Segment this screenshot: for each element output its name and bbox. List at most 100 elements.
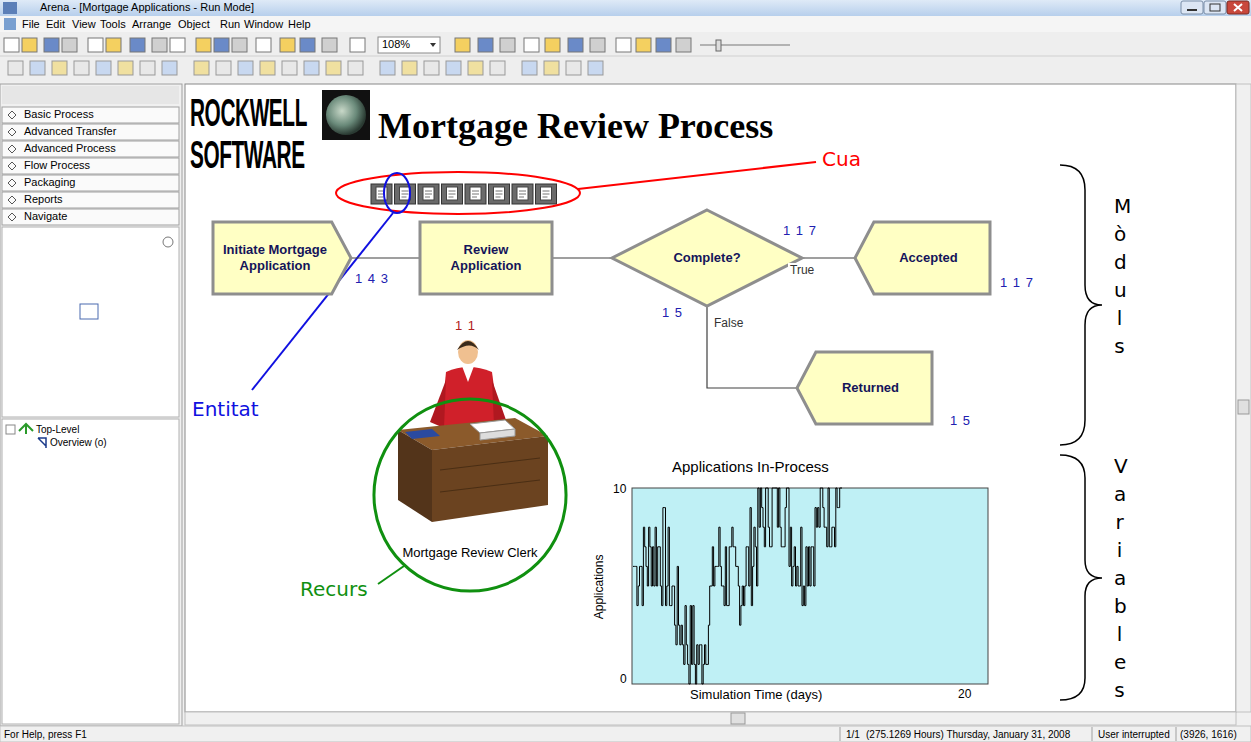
panel-bar-icon [8,128,16,136]
toolbar-button [322,38,337,52]
zoom-combo [378,37,440,53]
menu-item: View [72,18,96,31]
horizontal-scrollbar [185,712,1236,725]
toolbar-button [455,38,470,52]
axis-title: Simulation Time (days) [690,688,822,703]
annotation-text: Entitat [192,398,259,421]
toolbar-button [22,38,37,52]
menu-item: Edit [46,18,65,31]
toolbar-button [424,61,439,75]
entity-icon [418,184,439,204]
node-label: Returned [842,380,899,396]
toolbar-button [676,38,691,52]
toolbar-button [152,38,167,52]
toolbar-button [260,61,275,75]
doc-icon [4,18,16,30]
tree-toggle [6,425,15,434]
panel-name: Flow Process [24,159,90,172]
speed-slider [700,45,790,46]
vertical-scrollbar [1236,84,1251,712]
tree-icon [19,424,33,434]
window-title: Arena - [Mortgage Applications - Run Mod… [40,1,254,14]
toolbar-button [616,38,631,52]
panel-name: Advanced Transfer [24,125,116,138]
entity-lines [519,191,526,197]
panel-name: Packaging [24,176,75,189]
toolbar-button [524,38,539,52]
counter-number: 1 1 7 [1000,276,1034,291]
entity-lines [543,191,550,197]
toolbar-button [232,38,247,52]
entity-callout [384,173,410,213]
toolbar-button [194,61,209,75]
status-text: (275.1269 Hours) Thursday, January 31, 2… [866,729,1070,741]
toolbar-button [588,61,603,75]
panel-name: Basic Process [24,108,94,121]
toolbar-button [522,61,537,75]
toolbar-button [636,38,651,52]
menu-item: File [22,18,40,31]
panel-bar-icon [8,145,16,153]
toolbar-button [478,38,493,52]
connector [707,306,797,388]
edge-label: True [788,263,816,277]
toolbar-button [216,61,231,75]
toolbar-icons [4,38,691,75]
menu-item: Help [288,18,311,31]
toolbar-button [568,38,583,52]
entity-page [541,187,552,200]
connector [552,257,612,258]
tree-item: Overview (o) [50,437,107,449]
dispose-module: Returned [797,352,932,424]
entity-lines [402,191,409,197]
chart-title: Applications In-Process [672,458,829,475]
toolbar-button [280,38,295,52]
node-outline [372,397,568,593]
entity-icon [465,184,486,204]
toolbar-button [74,61,89,75]
panel-bar-icon [8,111,16,119]
title-bar [0,0,1251,16]
entity-icon [395,184,416,204]
plot-trace [633,488,842,684]
panel-bar [2,192,179,208]
combo-arrow [430,43,436,47]
vertical-annotation: Mòduls [1114,192,1125,360]
status-text: (3926, 1616) [1180,729,1237,741]
status-panes [840,727,1176,741]
toolbar-button [238,61,253,75]
annotation-text: Cua [822,148,861,171]
scroll-thumb [1238,400,1249,414]
model-canvas [185,84,1236,712]
toolbar-button [62,38,77,52]
toolbar-button [4,38,19,52]
plot-area [632,488,988,684]
logo-globe-box [322,90,370,140]
zoom-value: 108% [382,38,410,51]
connector [351,257,420,258]
toolbar-divider [0,56,1251,57]
entity-lines [425,191,432,197]
annotation-text: Recurs [300,578,368,601]
toolbar-button [350,38,365,52]
decision-diamond: Complete? [612,210,802,306]
node-label: Mortgage Review Clerk [402,545,537,561]
queue-entities [371,184,557,204]
toolbar-button [326,61,341,75]
leader-line [578,162,816,189]
toolbar-button [130,38,145,52]
entity-lines [449,191,456,197]
navigate-tree [2,419,179,724]
window-buttons [1181,1,1249,14]
panel-bar [2,175,179,191]
node-label: Accepted [899,250,958,266]
menu-item: Window [244,18,283,31]
toolbar-button [106,38,121,52]
axis-value: 20 [958,688,971,702]
edge-label: False [712,316,745,330]
toolbar-button [402,61,417,75]
resource-circle: Mortgage Review Clerk [372,397,568,593]
logo-text: SOFTWARE [190,133,305,178]
toolbar-button [300,38,315,52]
